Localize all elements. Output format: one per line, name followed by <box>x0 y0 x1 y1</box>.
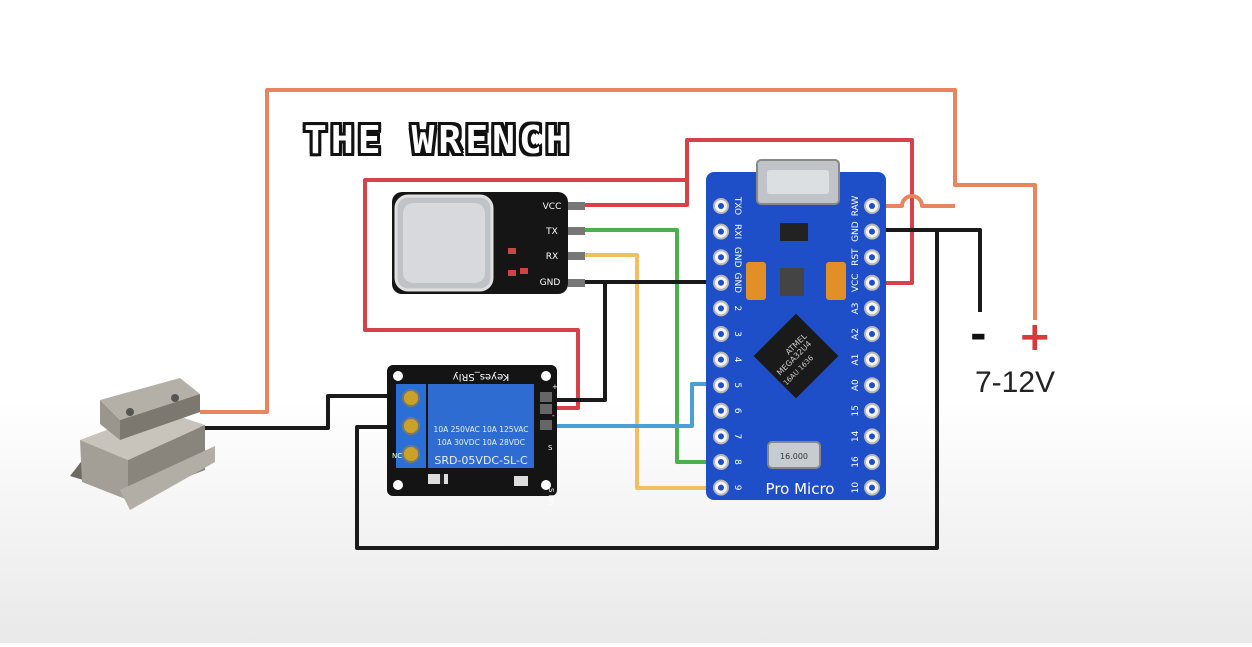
left-pin-hole <box>718 331 724 337</box>
power-minus-label: - <box>970 312 987 358</box>
left-pin-label: 9 <box>732 485 742 491</box>
relay-module: Keyes_SRly 10A 250VAC 10A 125VAC 10A 30V… <box>387 365 558 505</box>
wires <box>200 88 1037 550</box>
right-pin-label: A0 <box>851 379 861 391</box>
right-pin-hole <box>869 382 875 389</box>
fingerprint-sensor: VCC TX RX GND <box>392 192 585 294</box>
wire-black-bottom <box>355 230 939 550</box>
left-pin-label: 4 <box>732 357 742 363</box>
fp-pin-vcc: VCC <box>543 202 562 212</box>
right-pin-hole <box>869 407 875 414</box>
right-pin-label: 15 <box>851 405 861 416</box>
wire-red-vcc-top <box>585 138 914 285</box>
fp-pin-rx: RX <box>546 252 558 262</box>
relay-rating2: 10A 30VDC 10A 28VDC <box>437 438 525 447</box>
left-pin-hole <box>718 484 724 491</box>
left-pin-hole <box>718 228 724 235</box>
right-pin-label: RST <box>851 248 861 266</box>
relay-brand: Keyes_SRly <box>453 371 510 382</box>
right-pin-label: A2 <box>851 328 861 340</box>
relay-nc-label: NC <box>392 452 402 460</box>
right-pin-hole <box>869 459 875 465</box>
left-pin-label: TXO <box>732 196 742 215</box>
pins-left: TXO RXI GND GND 2 3 4 5 6 7 8 9 <box>713 196 742 496</box>
left-pin-hole <box>718 305 724 312</box>
left-pin-hole <box>718 407 724 414</box>
right-pin-hole <box>869 433 875 440</box>
left-pin-hole <box>718 203 724 209</box>
wire-black-gnd-power <box>877 228 982 312</box>
left-pin-hole <box>718 433 724 440</box>
right-pin-label: RAW <box>851 196 861 217</box>
wire-black-lock <box>200 394 410 430</box>
wire-red-vcc-relay <box>363 178 687 410</box>
left-pin-label: 2 <box>732 306 742 312</box>
wire-orange-raw <box>877 194 955 208</box>
right-pin-hole <box>869 484 875 491</box>
left-pin-label: GND <box>732 272 742 293</box>
left-pin-label: 6 <box>732 408 742 414</box>
fp-pin-tx: TX <box>545 227 558 237</box>
left-pin-hole <box>718 254 724 261</box>
page-title: THE WRENCH <box>304 118 573 162</box>
wire-black-gnd-relay <box>552 282 607 402</box>
left-pin-label: 8 <box>732 459 742 465</box>
left-pin-hole <box>718 279 724 286</box>
right-pin-label: A3 <box>851 302 861 314</box>
power-plus-label: + <box>1018 314 1052 360</box>
wire-yellow-rx <box>585 253 722 490</box>
power-voltage-label: 7-12V <box>975 366 1056 399</box>
relay-pins-label: S Pin <box>547 488 555 505</box>
left-pin-hole <box>718 459 724 465</box>
relay-pin-minus: - <box>552 412 555 420</box>
fp-pin-gnd: GND <box>540 278 561 288</box>
right-pin-hole <box>869 305 875 312</box>
left-pin-label: 7 <box>732 434 742 440</box>
left-pin-label: 3 <box>732 331 742 337</box>
board-name: Pro Micro <box>766 480 835 498</box>
wire-orange-lock-power <box>200 88 1037 414</box>
wire-green-tx <box>585 228 722 464</box>
left-pin-label: RXI <box>732 224 742 239</box>
right-pin-hole <box>869 356 875 363</box>
right-pin-label: A1 <box>851 354 861 366</box>
left-pin-hole <box>718 382 724 389</box>
crystal-label: 16.000 <box>780 452 808 461</box>
relay-model: SRD-05VDC-SL-C <box>434 454 528 467</box>
solenoid-lock <box>70 378 215 510</box>
relay-pin-plus: + <box>552 383 558 391</box>
pro-micro-board: ATMEL MEGA32U4 16AU 1636 16.000 Pro Micr… <box>706 159 886 500</box>
right-pin-hole <box>869 203 875 209</box>
right-pin-hole <box>869 254 875 261</box>
left-pin-hole <box>718 356 724 363</box>
relay-rating1: 10A 250VAC 10A 125VAC <box>434 425 529 434</box>
right-pin-label: 10 <box>851 482 861 494</box>
right-pin-label: 14 <box>851 430 861 442</box>
right-pin-hole <box>869 228 875 235</box>
right-pin-label: VCC <box>851 273 861 292</box>
right-pin-hole <box>869 331 875 337</box>
left-pin-label: 5 <box>732 382 742 388</box>
right-pin-hole <box>869 279 875 286</box>
left-pin-label: GND <box>732 247 742 268</box>
relay-pin-s: S <box>548 444 553 452</box>
right-pin-label: 16 <box>851 456 861 468</box>
right-pin-label: GND <box>851 221 861 242</box>
